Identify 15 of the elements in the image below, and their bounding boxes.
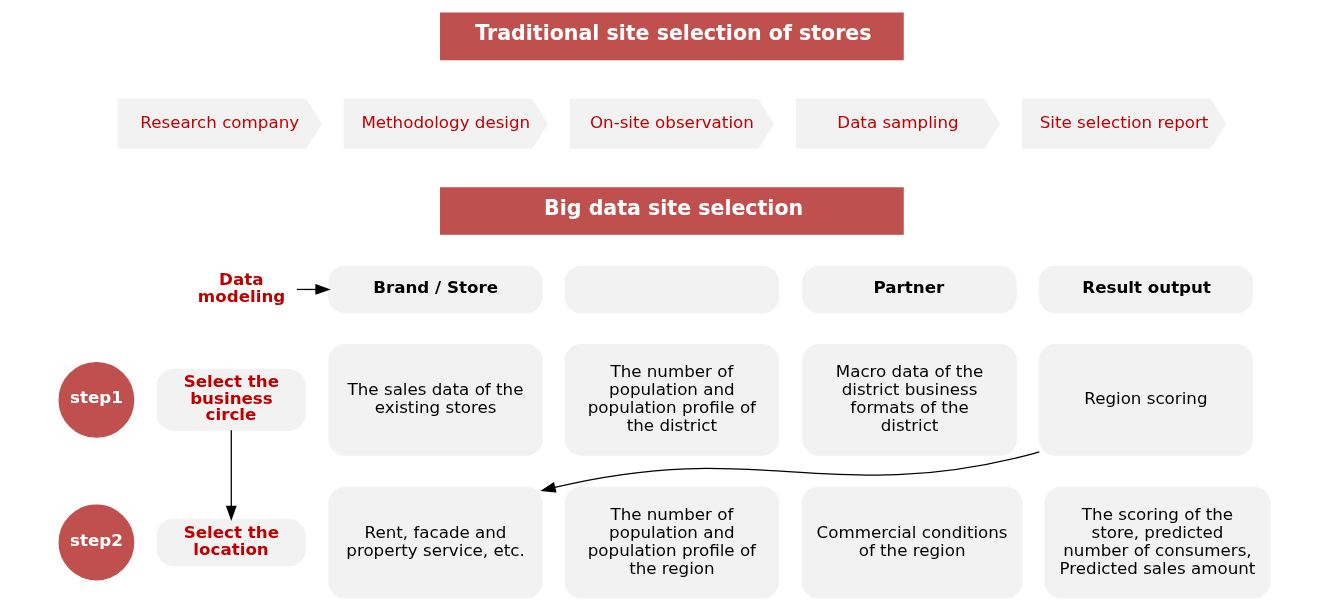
node-box: Select the location (156, 518, 306, 567)
arrow (540, 451, 1040, 493)
node-box: Select the business circle (156, 369, 306, 431)
node-box: The number of population and population profile of the region (564, 486, 780, 599)
arrow (225, 429, 237, 522)
node-box: Brand / Store (328, 265, 543, 314)
node-box: Region scoring (1038, 344, 1254, 456)
node-box: Big data site selection (440, 187, 904, 235)
node-box: Traditional site selection of stores (440, 12, 904, 61)
node-box: Macro data of the district business formats of the district (802, 344, 1017, 456)
node-circle: step2 (58, 504, 135, 581)
node-circle: step1 (58, 362, 135, 438)
node-text: Data modeling (197, 269, 286, 306)
node-box: Rent, facade and property service, etc. (328, 486, 543, 599)
arrow (296, 284, 331, 295)
